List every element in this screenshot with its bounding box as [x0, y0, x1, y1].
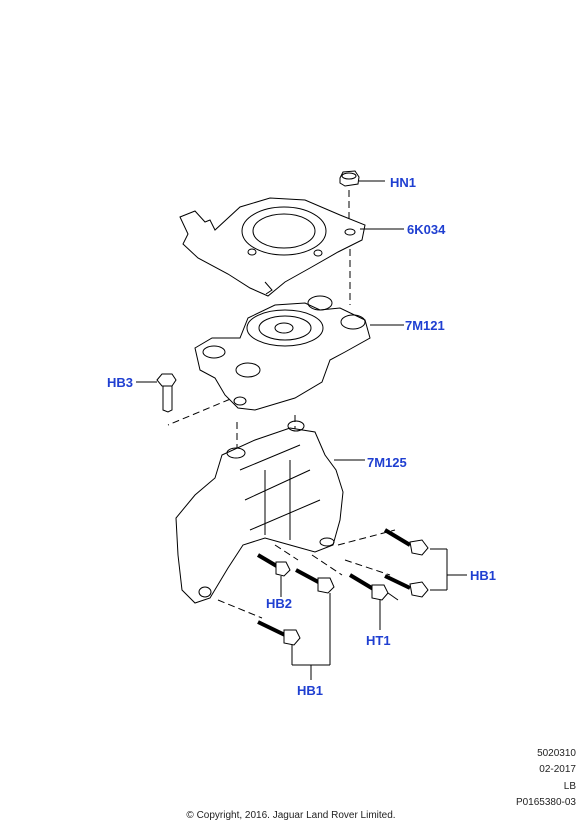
callout-hb1-bottom: HB1 [297, 683, 324, 698]
part-7m125-bracket [175, 420, 365, 604]
part-hb1-bolt-lower-right [384, 574, 429, 598]
part-hb1-bolt-lower-left [257, 620, 301, 646]
callout-ht1: HT1 [366, 633, 391, 648]
callout-hn1: HN1 [390, 175, 417, 190]
part-6k034-bracket [179, 197, 404, 297]
part-hb1-bolt-middle [295, 568, 335, 594]
part-hb2-bolt [256, 553, 291, 597]
hb1-bottom-leader [291, 593, 331, 680]
part-7m121-engine-mount [194, 295, 404, 411]
callout-hb3: HB3 [107, 375, 134, 390]
part-hb1-bolt-upper-right [383, 528, 429, 556]
hb1-right-leader [430, 548, 467, 591]
drawing-ref: P0165380-03 [515, 797, 576, 808]
drawing-lang: LB [563, 781, 576, 792]
callout-7m121: 7M121 [405, 318, 445, 333]
callout-hb2: HB2 [266, 596, 293, 611]
part-ht1-stud [348, 573, 399, 630]
part-hn1-nut [339, 170, 385, 187]
drawing-code: 5020310 [537, 748, 576, 759]
part-hb3-bolt [136, 373, 177, 413]
callout-hb1-right: HB1 [470, 568, 497, 583]
drawing-date: 02-2017 [539, 764, 576, 775]
callout-6k034: 6K034 [407, 222, 446, 237]
copyright-notice: © Copyright, 2016. Jaguar Land Rover Lim… [186, 810, 396, 821]
callout-7m125: 7M125 [367, 455, 407, 470]
